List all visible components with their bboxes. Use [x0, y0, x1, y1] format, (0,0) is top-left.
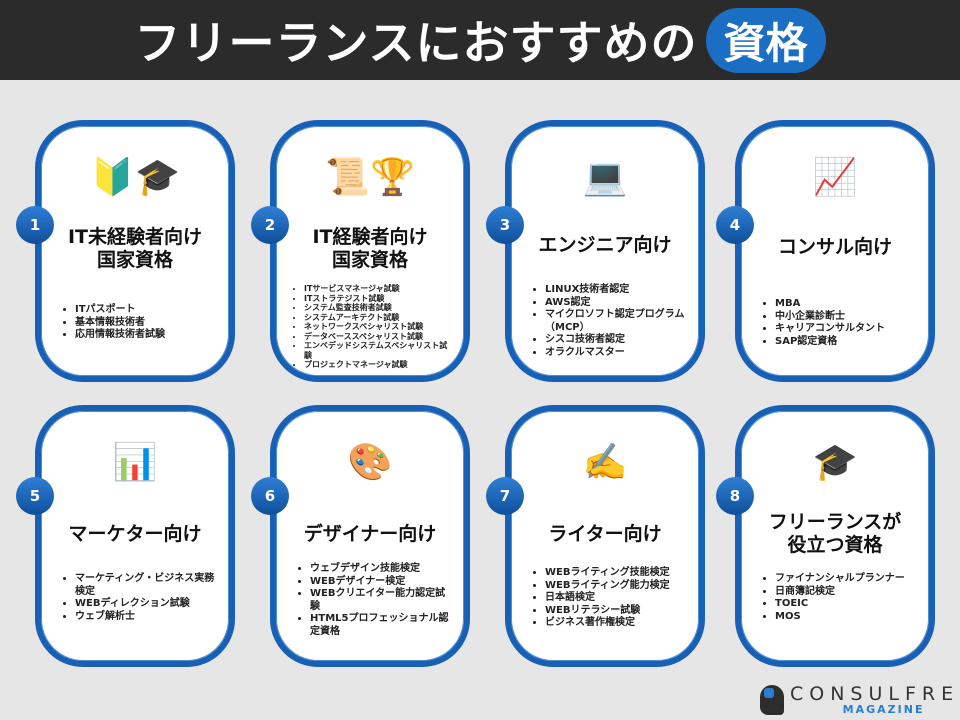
illustration-icon: 📜🏆	[325, 157, 415, 198]
qualification-list: ITサービスマネージャ試験ITストラテジスト試験システム監査技術者試験システムア…	[304, 284, 454, 370]
list-item: ウェブデザイン技能検定	[310, 563, 454, 576]
card-3: 💻 エンジニア向け LINUX技術者認定AWS認定マイクロソフト認定プログラム（MC…	[505, 120, 705, 382]
list-item: システム監査技術者試験	[304, 303, 454, 313]
list-item: キャリアコンサルタント	[775, 323, 919, 336]
number-badge: 6	[251, 477, 289, 515]
number-badge: 5	[16, 477, 54, 515]
card-title: エンジニア向け	[538, 234, 672, 256]
header: フリーランスにおすすめの 資格	[0, 0, 960, 80]
card-1: 🔰🎓 IT未経験者向け 国家資格 ITパスポート基本情報技術者応用情報技術者試験	[35, 120, 235, 382]
number-badge: 2	[251, 206, 289, 244]
list-item: WEBリテラシー試験	[545, 605, 689, 618]
card-title: デザイナー向け	[303, 523, 437, 545]
list-item: システムアーキテクト試験	[304, 313, 454, 323]
list-item: ネットワークスペシャリスト試験	[304, 322, 454, 332]
card-8: 🎓 フリーランスが 役立つ資格ファイナンシャルプランナー日商簿記検定TOEICMO…	[735, 405, 935, 667]
number-badge: 7	[486, 477, 524, 515]
list-item: WEBディレクション試験	[75, 598, 219, 611]
list-item: HTML5プロフェッショナル認定資格	[310, 613, 454, 638]
number-badge: 3	[486, 206, 524, 244]
number-badge: 1	[16, 206, 54, 244]
list-item: ファイナンシャルプランナー	[775, 573, 919, 586]
list-item: AWS認定	[545, 297, 689, 310]
illustration-icon: 🎓	[812, 442, 858, 483]
number-badge: 8	[716, 477, 754, 515]
list-item: MOS	[775, 611, 919, 624]
card-title: コンサル向け	[777, 236, 892, 258]
list-item: ビジネス著作権検定	[545, 617, 689, 630]
list-item: ITサービスマネージャ試験	[304, 284, 454, 294]
list-item: ITパスポート	[75, 304, 219, 317]
list-item: 応用情報技術者試験	[75, 329, 219, 342]
list-item: LINUX技術者認定	[545, 284, 689, 297]
title-highlight: 資格	[705, 7, 826, 73]
list-item: SAP認定資格	[775, 336, 919, 349]
list-item: 日本語検定	[545, 592, 689, 605]
logo-sub: MAGAZINE	[842, 703, 925, 716]
list-item: ウェブ解析士	[75, 611, 219, 624]
list-item: 基本情報技術者	[75, 317, 219, 330]
list-item: WEBライティング技能検定	[545, 567, 689, 580]
list-item: データベーススペシャリスト試験	[304, 332, 454, 342]
illustration-icon: 📈	[812, 157, 858, 198]
list-item: TOEIC	[775, 598, 919, 611]
qualification-list: ファイナンシャルプランナー日商簿記検定TOEICMOS	[775, 573, 919, 623]
qualification-list: WEBライティング技能検定WEBライティング能力検定日本語検定WEBリテラシー試…	[545, 567, 689, 630]
illustration-icon: 🔰🎓	[90, 157, 180, 198]
list-item: WEBクリエイター能力認定試験	[310, 588, 454, 613]
card-title: マーケター向け	[68, 523, 202, 545]
list-item: 日商簿記検定	[775, 586, 919, 599]
list-item: WEBライティング能力検定	[545, 580, 689, 593]
list-item: プロジェクトマネージャ試験	[304, 360, 454, 370]
head-puzzle-icon	[760, 684, 784, 715]
list-item: ITストラテジスト試験	[304, 294, 454, 304]
list-item: WEBデザイナー検定	[310, 576, 454, 589]
logo-brand: CONSULFREE	[790, 683, 960, 705]
list-item: 中小企業診断士	[775, 311, 919, 324]
list-item: シスコ技術者認定	[545, 334, 689, 347]
qualification-list: MBA中小企業診断士キャリアコンサルタントSAP認定資格	[775, 298, 919, 348]
list-item: エンベデッドシステムスペシャリスト試験	[304, 341, 454, 360]
card-title: IT経験者向け 国家資格	[312, 226, 428, 271]
illustration-icon: 📊	[112, 442, 158, 483]
number-badge: 4	[716, 206, 754, 244]
page-title: フリーランスにおすすめの	[134, 16, 698, 70]
list-item: MBA	[775, 298, 919, 311]
qualification-list: ウェブデザイン技能検定WEBデザイナー検定WEBクリエイター能力認定試験HTML…	[310, 563, 454, 638]
illustration-icon: ✍️	[582, 442, 628, 483]
list-item: オラクルマスター	[545, 347, 689, 360]
qualification-list: ITパスポート基本情報技術者応用情報技術者試験	[75, 304, 219, 342]
qualification-list: LINUX技術者認定AWS認定マイクロソフト認定プログラム（MCP）シスコ技術者…	[545, 284, 689, 359]
card-7: ✍️ ライター向け WEBライティング技能検定WEBライティング能力検定日本語検定W…	[505, 405, 705, 667]
card-4: 📈 コンサル向け MBA中小企業診断士キャリアコンサルタントSAP認定資格	[735, 120, 935, 382]
card-title: フリーランスが 役立つ資格	[768, 511, 902, 556]
logo: CONSULFREE MAGAZINE	[760, 683, 960, 716]
list-item: マイクロソフト認定プログラム（MCP）	[545, 309, 689, 334]
illustration-icon: 🎨	[347, 442, 393, 483]
card-title: ライター向け	[548, 523, 662, 545]
list-item: マーケティング・ビジネス実務検定	[75, 573, 219, 598]
card-6: 🎨 デザイナー向けウェブデザイン技能検定WEBデザイナー検定WEBクリエイター能力…	[270, 405, 470, 667]
card-5: 📊 マーケター向けマーケティング・ビジネス実務検定WEBディレクション試験ウェブ解…	[35, 405, 235, 667]
qualification-list: マーケティング・ビジネス実務検定WEBディレクション試験ウェブ解析士	[75, 573, 219, 623]
illustration-icon: 💻	[582, 157, 628, 198]
card-title: IT未経験者向け 国家資格	[67, 226, 203, 271]
card-2: 📜🏆 IT経験者向け 国家資格 ITサービスマネージャ試験ITストラテジスト試験シス…	[270, 120, 470, 382]
